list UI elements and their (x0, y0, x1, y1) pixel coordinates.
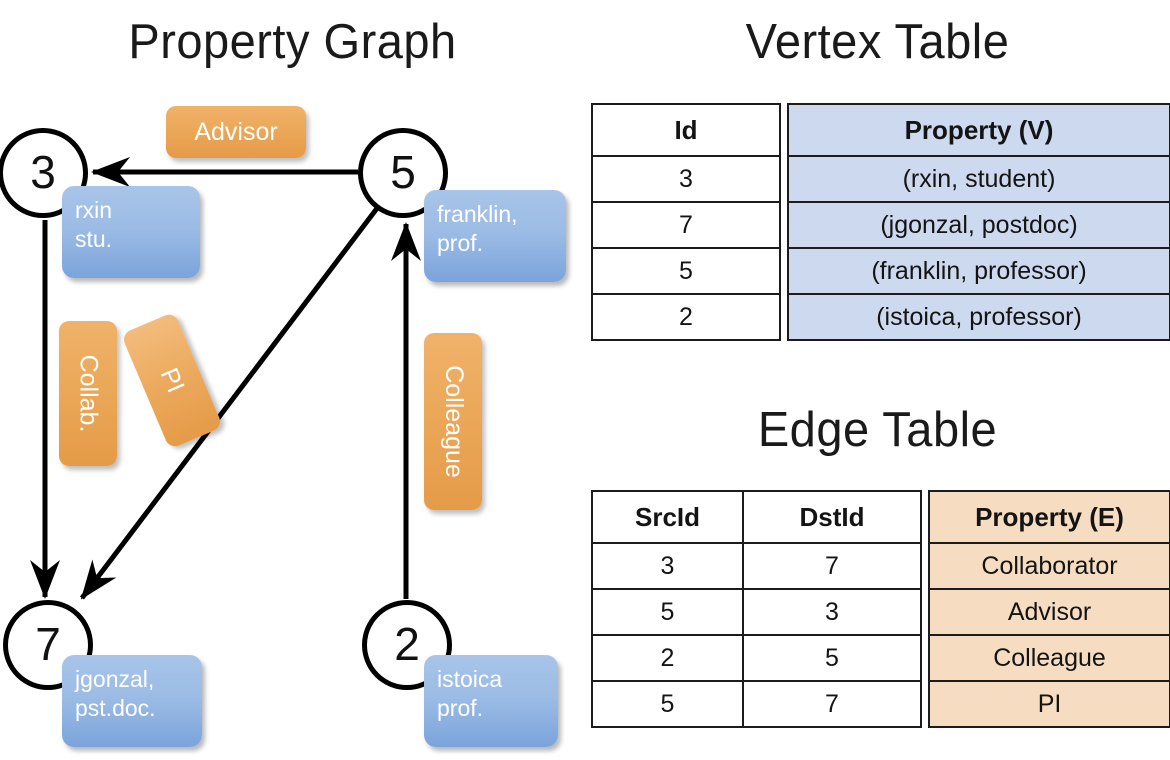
edge-table-cell-src: 5 (591, 680, 744, 728)
vertex-table-cell-id: 3 (591, 155, 781, 203)
vertex-table: Id Property (V) 3 (rxin, student) 7 (jgo… (591, 103, 1170, 341)
table-row[interactable]: 5 3 Advisor (591, 588, 1170, 636)
edge-table-cell-property: Collaborator (928, 542, 1170, 590)
edge-table-cell-property: Colleague (928, 634, 1170, 682)
vertex-property-3-line2: stu. (75, 226, 113, 252)
vertex-table-column-gap (780, 104, 788, 156)
vertex-property-box-7[interactable]: jgonzal, pst.doc. (62, 655, 202, 747)
page-title-property-graph: Property Graph (128, 15, 457, 69)
vertex-property-box-2[interactable]: istoica prof. (424, 655, 558, 747)
edge-label-advisor[interactable]: Advisor (166, 106, 306, 158)
graph-node-5-id: 5 (390, 146, 416, 198)
edge-table-cell-dst: 3 (742, 588, 922, 636)
vertex-table-cell-id: 7 (591, 201, 781, 249)
edge-table-cell-src: 2 (591, 634, 744, 682)
table-row[interactable]: 7 (jgonzal, postdoc) (591, 201, 1170, 249)
graph-edges-svg (30, 157, 421, 600)
edge-table-cell-src: 3 (591, 542, 744, 590)
edge-table: SrcId DstId Property (E) 3 7 Collaborato… (591, 490, 1170, 728)
graph-node-3-id: 3 (30, 146, 56, 198)
edge-table-cell-src: 5 (591, 588, 744, 636)
table-row[interactable]: 5 (franklin, professor) (591, 247, 1170, 295)
edge-table-cell-property: PI (928, 680, 1170, 728)
edge-line-pi (80, 205, 380, 600)
vertex-property-3-line1: rxin (75, 197, 113, 223)
vertex-table-cell-property: (jgonzal, postdoc) (787, 201, 1170, 249)
edge-table-cell-dst: 7 (742, 542, 922, 590)
table-row[interactable]: 3 (rxin, student) (591, 155, 1170, 203)
vertex-table-cell-property: (franklin, professor) (787, 247, 1170, 295)
vertex-table-column-gap (780, 248, 788, 294)
graph-node-2[interactable]: 2 (362, 600, 452, 690)
edge-label-collab[interactable]: Collab. (59, 321, 117, 466)
vertex-property-7-line1: jgonzal, (75, 666, 155, 692)
vertex-property-7-line2: pst.doc. (75, 695, 156, 721)
page-title-vertex-table: Vertex Table (745, 15, 1010, 69)
edge-table-header-dstid: DstId (742, 490, 922, 544)
vertex-table-header-id: Id (591, 103, 781, 157)
edge-table-cell-property: Advisor (928, 588, 1170, 636)
table-row[interactable]: 2 (istoica, professor) (591, 293, 1170, 341)
vertex-table-column-gap (780, 202, 788, 248)
vertex-property-2-line1: istoica (437, 666, 503, 692)
vertex-property-5-line2: prof. (437, 230, 484, 256)
edge-table-column-gap (921, 543, 929, 589)
vertex-property-2-line2: prof. (437, 695, 484, 721)
edge-label-colleague[interactable]: Colleague (424, 333, 482, 510)
edge-table-header-row: SrcId DstId Property (E) (591, 490, 1170, 544)
vertex-property-box-3[interactable]: rxin stu. (62, 186, 200, 278)
edge-label-pi-text: PI (154, 363, 190, 397)
vertex-property-5-line1: franklin, (437, 201, 518, 227)
vertex-table-column-gap (780, 156, 788, 202)
edge-table-cell-dst: 5 (742, 634, 922, 682)
property-graph-diagram: 3 5 7 2 rxin stu. franklin, prof. jgonza… (0, 106, 566, 747)
edge-table-column-gap (921, 491, 929, 543)
vertex-table-cell-id: 2 (591, 293, 781, 341)
edge-label-colleague-text: Colleague (439, 365, 468, 478)
vertex-table-cell-property: (rxin, student) (787, 155, 1170, 203)
edge-label-advisor-text: Advisor (194, 117, 278, 146)
graph-node-2-id: 2 (394, 618, 420, 670)
edge-table-column-gap (921, 681, 929, 727)
vertex-table-cell-property: (istoica, professor) (787, 293, 1170, 341)
table-row[interactable]: 2 5 Colleague (591, 634, 1170, 682)
edge-table-column-gap (921, 635, 929, 681)
vertex-property-box-5[interactable]: franklin, prof. (424, 190, 566, 282)
vertex-table-cell-id: 5 (591, 247, 781, 295)
table-row[interactable]: 3 7 Collaborator (591, 542, 1170, 590)
vertex-table-header-property: Property (V) (787, 103, 1170, 157)
edge-table-header-srcid: SrcId (591, 490, 744, 544)
edge-table-column-gap (921, 589, 929, 635)
graph-node-7-id: 7 (35, 618, 61, 670)
table-row[interactable]: 5 7 PI (591, 680, 1170, 728)
graph-node-5[interactable]: 5 (358, 128, 448, 218)
page-title-edge-table: Edge Table (757, 403, 998, 457)
edge-label-collab-text: Collab. (74, 354, 103, 433)
vertex-table-column-gap (780, 294, 788, 340)
edge-table-cell-dst: 7 (742, 680, 922, 728)
edge-table-header-property: Property (E) (928, 490, 1170, 544)
vertex-table-header-row: Id Property (V) (591, 103, 1170, 157)
